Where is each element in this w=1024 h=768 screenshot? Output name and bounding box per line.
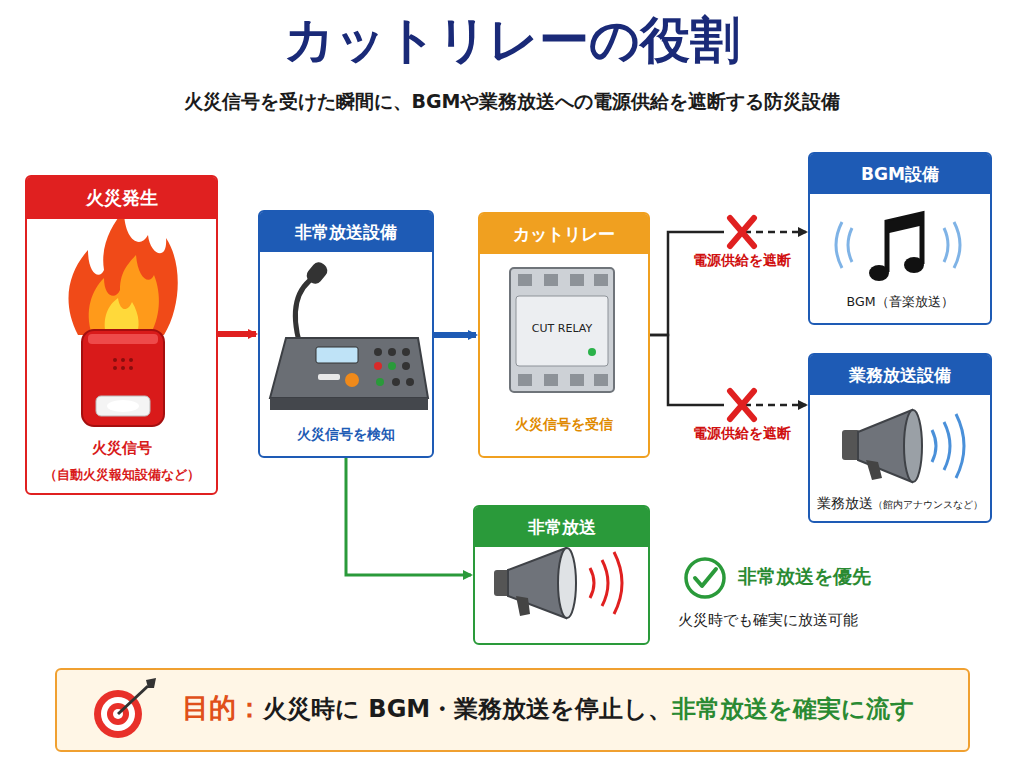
box-heading: 非常放送 bbox=[475, 507, 648, 547]
component-box: 非常放送 bbox=[473, 505, 650, 645]
music-note-icon bbox=[836, 213, 960, 281]
device-marking: CUT RELAY bbox=[532, 322, 592, 335]
box-text: 火災時に BGM・業務放送を停止し、 bbox=[263, 695, 672, 724]
band-ground bbox=[56, 669, 969, 751]
connector bbox=[218, 334, 256, 335]
box-heading: カットリレー bbox=[480, 214, 648, 254]
box-heading: BGM設備 bbox=[810, 154, 990, 194]
connector bbox=[434, 335, 476, 336]
component-box: 業務放送設備業務放送（館内アナウンスなど） bbox=[808, 353, 992, 523]
fire-alarm-icon bbox=[69, 210, 178, 426]
box-text: 火災信号 bbox=[27, 439, 216, 457]
connector bbox=[650, 218, 806, 335]
box-text: BGM（音楽放送） bbox=[810, 294, 990, 309]
box-text: 火災信号を検知 bbox=[260, 426, 432, 442]
box-heading: 業務放送設備 bbox=[810, 355, 990, 395]
box-text: 非常放送を確実に流す bbox=[672, 695, 915, 724]
box-text: 目的： bbox=[182, 692, 263, 724]
check-icon bbox=[686, 559, 724, 597]
text-row: 業務放送（館内アナウンスなど） bbox=[810, 495, 990, 511]
target-icon bbox=[94, 678, 156, 738]
connector bbox=[650, 335, 806, 419]
component-box: BGM設備 BGM（音楽放送） bbox=[808, 152, 992, 325]
component-box: 非常放送設備火災信号を検知 bbox=[258, 210, 434, 458]
connector-label: 電源供給を遮断 bbox=[691, 425, 793, 442]
megaphone-icon bbox=[842, 410, 964, 482]
box-text: （館内アナウンスなど） bbox=[873, 499, 983, 511]
component-box: 火災発生火災信号 （自動火災報知設備など） bbox=[25, 175, 218, 495]
box-text: 業務放送 bbox=[817, 495, 873, 511]
connector-label: 電源供給を遮断 bbox=[691, 252, 793, 269]
box-heading: 非常放送設備 bbox=[260, 212, 432, 252]
connector bbox=[346, 458, 471, 575]
console-icon bbox=[270, 259, 428, 410]
page-title: カットリレーの役割 bbox=[0, 10, 1024, 70]
relay-icon bbox=[510, 268, 614, 392]
box-text: （自動火災報知設備など） bbox=[27, 467, 216, 482]
subtitle: 火災信号を受けた瞬間に、BGMや業務放送への電源供給を遮断する防災設備 bbox=[184, 90, 841, 113]
note-text: 火災時でも確実に放送可能 bbox=[678, 611, 858, 629]
purpose-band: 目的：火災時に BGM・業務放送を停止し、非常放送を確実に流す bbox=[55, 668, 970, 752]
box-text: 火災信号を受信 bbox=[480, 416, 648, 432]
box-heading: 火災発生 bbox=[27, 177, 216, 219]
megaphone-icon bbox=[494, 548, 622, 618]
note-heading: 非常放送を優先 bbox=[738, 565, 871, 588]
text-row: 目的：火災時に BGM・業務放送を停止し、非常放送を確実に流す bbox=[57, 692, 968, 724]
